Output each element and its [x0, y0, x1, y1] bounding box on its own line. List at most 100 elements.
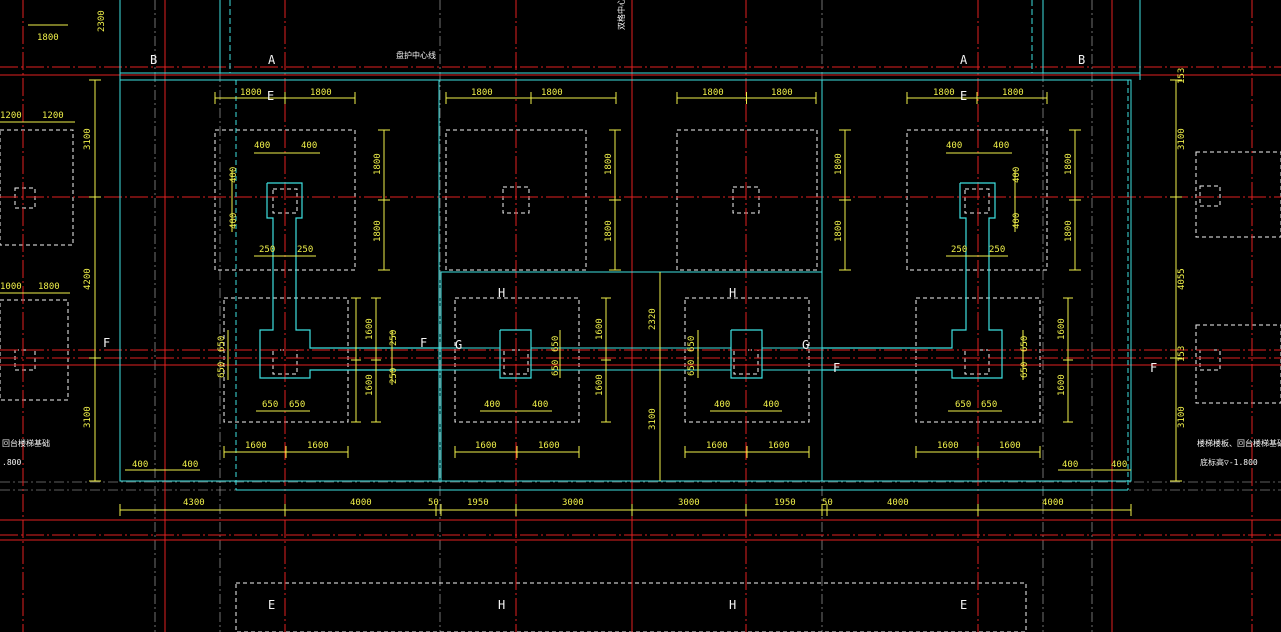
dim-text: 1800: [604, 220, 614, 242]
dim-text: 4000: [350, 498, 372, 508]
column-mark: [1199, 349, 1221, 371]
dim-text: 650: [262, 400, 278, 410]
axis-label-h-bottom-right: H: [729, 598, 736, 612]
dim-text: 1950: [467, 498, 489, 508]
dim-text: 650: [955, 400, 971, 410]
axis-label-b-left: B: [150, 53, 157, 67]
drawing-notes: 盘护中心线 双格中心线 楼梯楼板、回台楼梯基础 底标高▽-1.800 回台楼梯基…: [2, 0, 1281, 467]
right-elevation-note: 底标高▽-1.800: [1200, 457, 1258, 467]
dim-text: 650: [1020, 336, 1030, 352]
dim-text: 3000: [678, 498, 700, 508]
axis-label-b-right: B: [1078, 53, 1085, 67]
dim-text: 1800: [933, 88, 955, 98]
dim-text: 650: [687, 336, 697, 352]
left-column-beam-outline: [267, 182, 441, 349]
dim-text: 400: [1012, 167, 1022, 183]
dim-text: 1600: [307, 441, 329, 451]
footing-footprint: [235, 582, 1027, 632]
column-mark: [1199, 185, 1221, 207]
dim-text: 2320: [648, 308, 658, 330]
axis-label-f-right: F: [1150, 361, 1157, 375]
dim-text: 650: [551, 336, 561, 352]
dim-text: 1800: [471, 88, 493, 98]
footing-footprint: [223, 297, 349, 423]
dim-text: 1600: [1057, 374, 1067, 396]
dim-text: 400: [714, 400, 730, 410]
dim-text: 1600: [937, 441, 959, 451]
dim-text: 400: [1012, 213, 1022, 229]
dim-text: 400: [532, 400, 548, 410]
dim-text: 250: [389, 368, 399, 384]
dim-text: 1600: [999, 441, 1021, 451]
footing-footprint: [454, 297, 580, 423]
dim-text: 4000: [887, 498, 909, 508]
dim-text: 650: [551, 360, 561, 376]
dim-text: 1600: [475, 441, 497, 451]
dim-text: 50: [822, 498, 833, 508]
right-column-beam-outline: [822, 183, 967, 349]
dim-text: 1800: [1064, 220, 1074, 242]
dim-text: 250: [389, 330, 399, 346]
axis-label-f-left: F: [103, 336, 110, 350]
dim-text: 1800: [541, 88, 563, 98]
axis-label-e-bottom-left: E: [268, 598, 275, 612]
dim-text: 3000: [562, 498, 584, 508]
dim-text: 1800: [38, 282, 60, 292]
dim-text: 650: [217, 336, 227, 352]
dim-text: 400: [484, 400, 500, 410]
dim-text: 1800: [771, 88, 793, 98]
axis-label-e-top-right: E: [960, 89, 967, 103]
dim-text: 1800: [373, 220, 383, 242]
dim-text: 1950: [774, 498, 796, 508]
axis-label-f-mid-left: F: [420, 336, 427, 350]
dim-text: 1800: [702, 88, 724, 98]
middle-column-outline: [499, 329, 532, 379]
dimension-lines-layer: [0, 24, 1182, 516]
dim-text: 1600: [245, 441, 267, 451]
dim-text: 3100: [648, 408, 658, 430]
dim-text: 250: [989, 245, 1005, 255]
dim-text: 1800: [373, 153, 383, 175]
dim-text: 1600: [365, 374, 375, 396]
dim-text: 400: [301, 141, 317, 151]
dim-text: 3100: [1177, 128, 1187, 150]
column-mark: [964, 188, 990, 214]
dim-text: 1600: [1057, 318, 1067, 340]
dim-text: 400: [182, 460, 198, 470]
dim-text: 1600: [768, 441, 790, 451]
axis-label-a-right: A: [960, 53, 968, 67]
footing-footprint: [906, 129, 1048, 271]
middle-column-outline: [730, 329, 763, 379]
footing-footprint: [1195, 324, 1281, 404]
dim-text: 1600: [365, 318, 375, 340]
column-mark: [14, 349, 36, 371]
dim-text: 250: [951, 245, 967, 255]
axis-label-f-mid-right: F: [833, 361, 840, 375]
axis-label-e-bottom-right: E: [960, 598, 967, 612]
dim-text: 4200: [83, 268, 93, 290]
dim-text: 400: [763, 400, 779, 410]
axis-label-a-left: A: [268, 53, 276, 67]
dim-text: 650: [687, 360, 697, 376]
dim-text: 1200: [42, 111, 64, 121]
foundation-outer-boundary: [119, 79, 1132, 482]
column-mark: [964, 349, 990, 375]
dim-text: 1600: [706, 441, 728, 451]
dim-text: 1800: [1064, 153, 1074, 175]
column-mark: [14, 187, 36, 209]
left-bay-boundary: [119, 79, 440, 482]
dim-text: 1600: [595, 374, 605, 396]
dim-text: 400: [1111, 460, 1127, 470]
center-line-note: 盘护中心线: [396, 50, 436, 60]
dim-text: 1800: [1002, 88, 1024, 98]
dim-text: 3100: [1177, 406, 1187, 428]
dim-text: 4000: [1042, 498, 1064, 508]
dim-text: 1800: [834, 153, 844, 175]
top-vertical-note: 双格中心线: [616, 0, 626, 30]
dim-text: 1800: [310, 88, 332, 98]
axis-label-g-right: G: [802, 338, 809, 352]
right-bay-boundary: [821, 79, 1132, 482]
axis-label-h-bottom-left: H: [498, 598, 505, 612]
dim-text: 400: [946, 141, 962, 151]
